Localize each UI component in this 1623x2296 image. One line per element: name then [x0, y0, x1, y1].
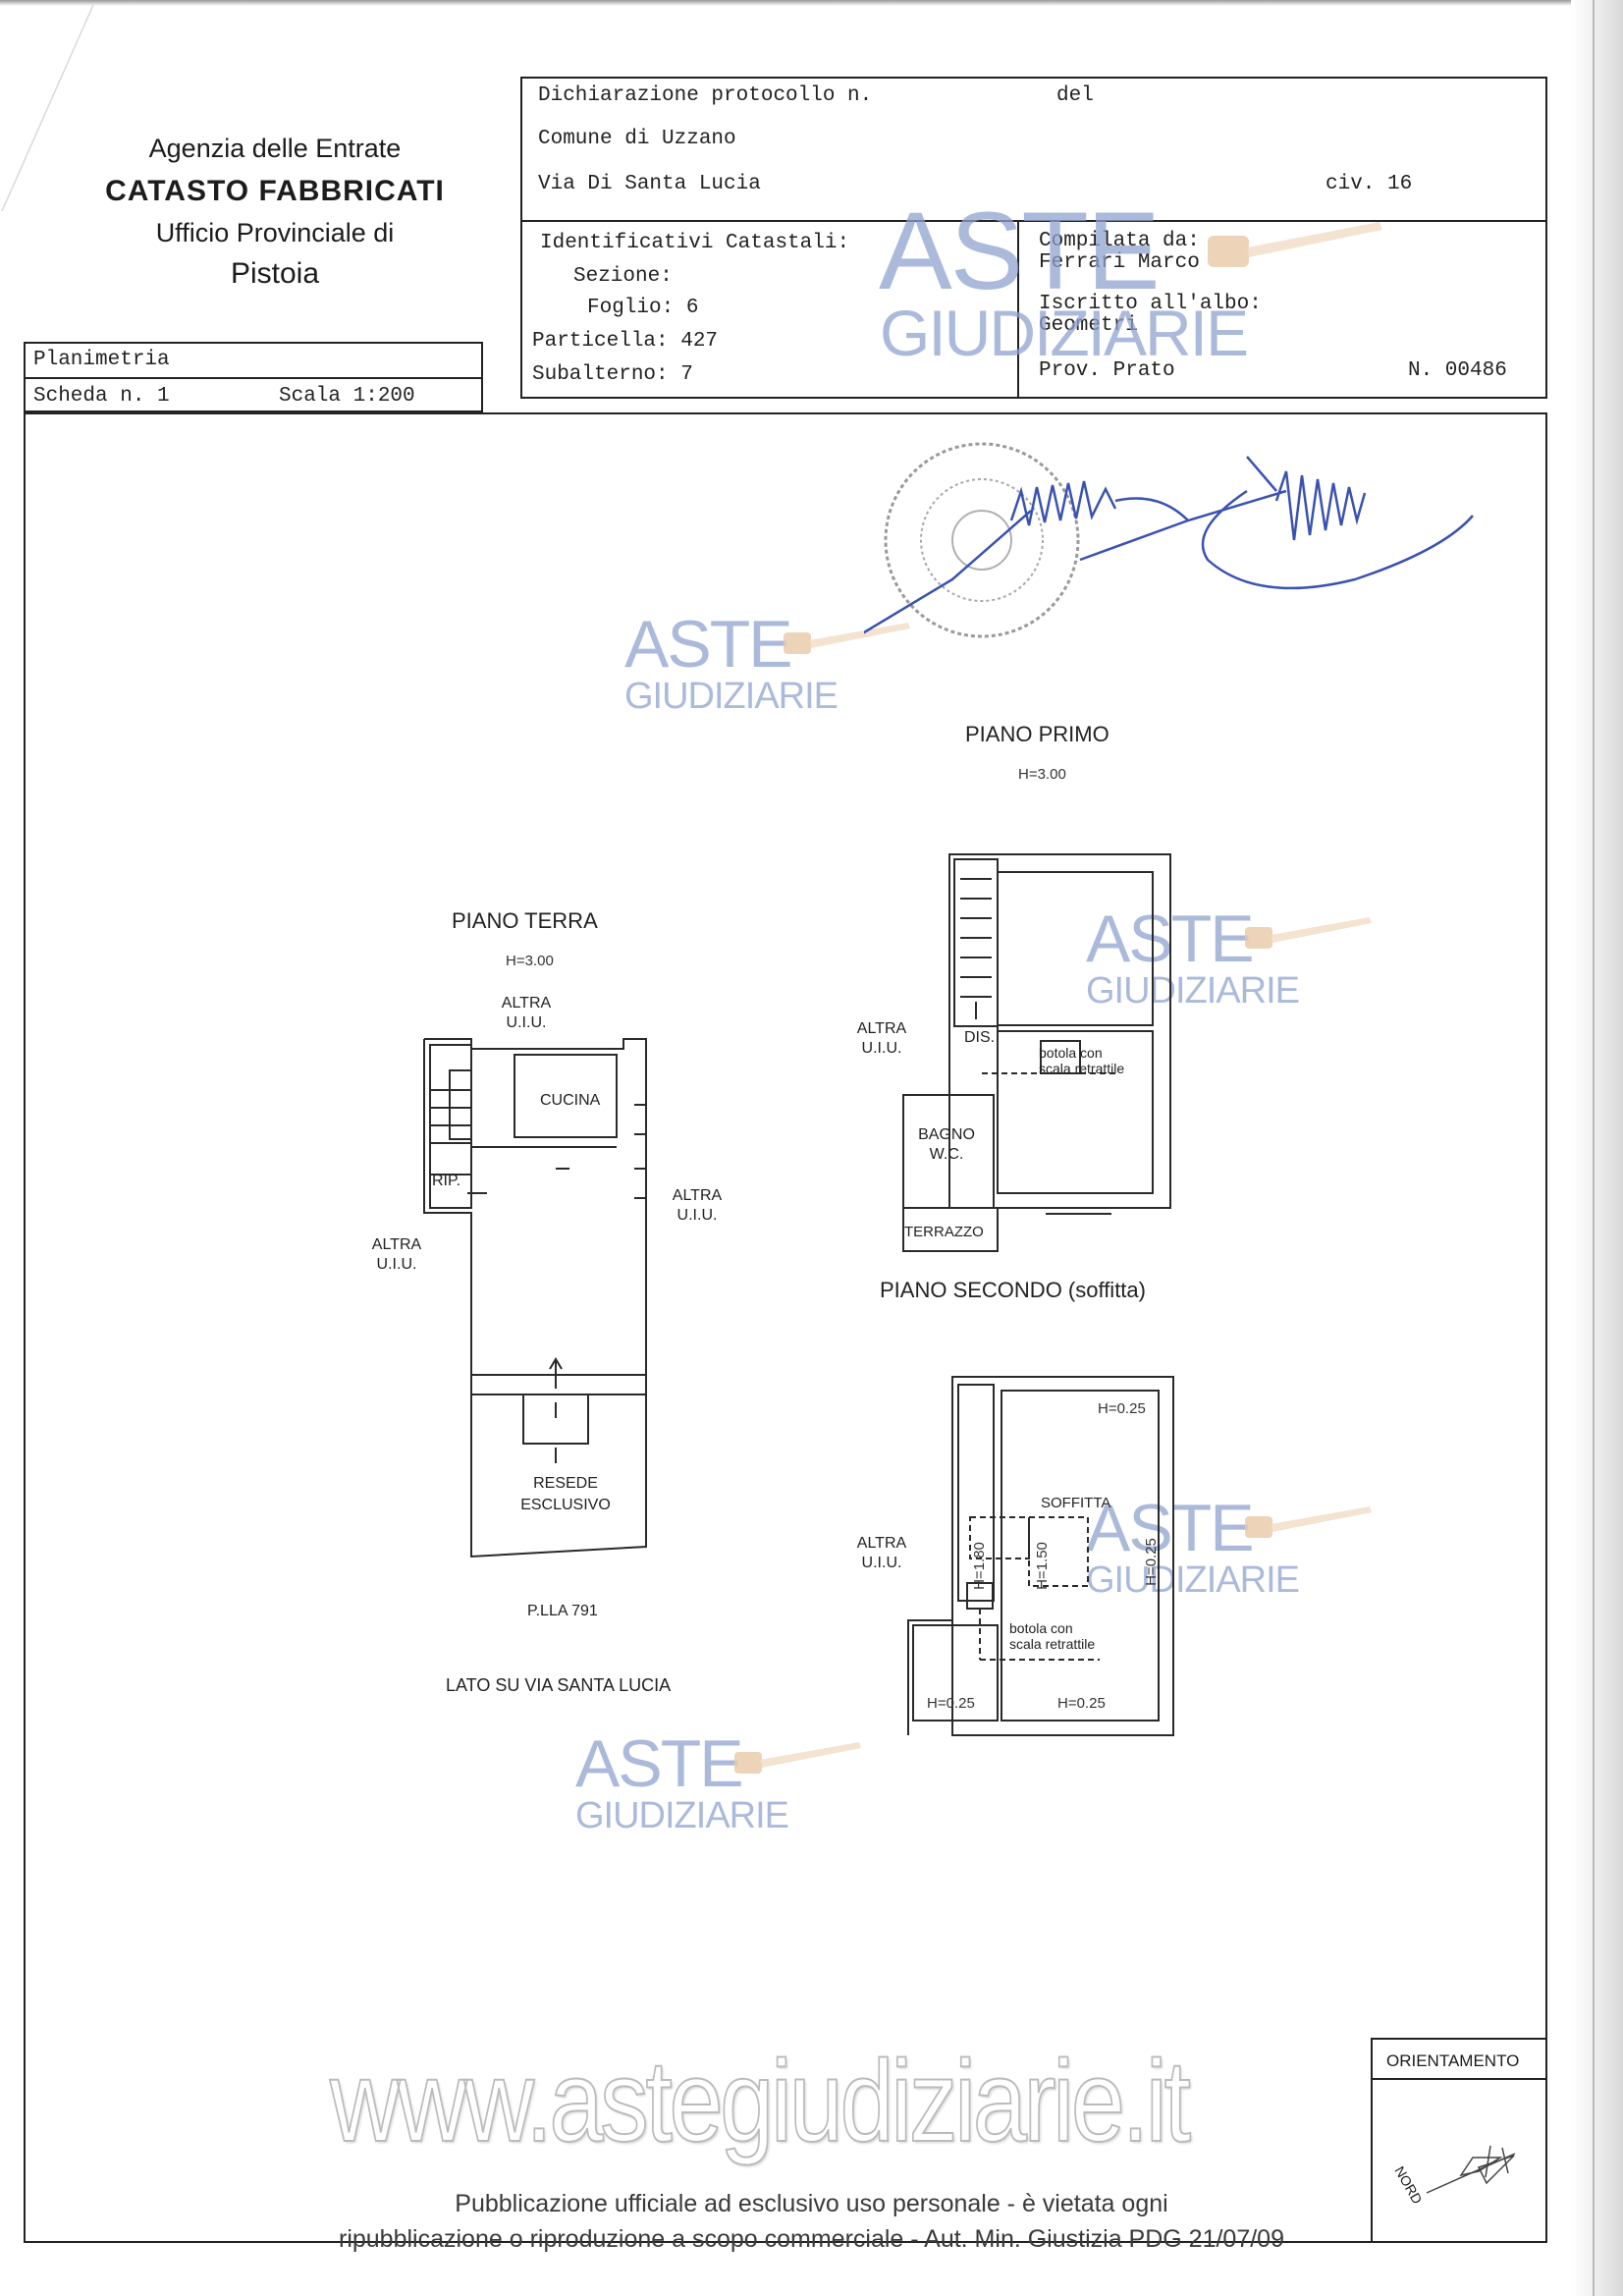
comune-label: Comune di Uzzano — [538, 128, 736, 150]
page-right-edge — [1571, 0, 1623, 2296]
page-top-edge — [0, 0, 1623, 6]
piano-secondo-h-br: H=0.25 — [1057, 1695, 1106, 1712]
sezione-label: Sezione: — [573, 265, 673, 288]
sheet-scheda: Scheda n. 1 — [33, 385, 170, 408]
piano-secondo-h180: H=1.80 — [970, 1542, 988, 1590]
piano-terra-plla: P.LLA 791 — [527, 1603, 598, 1619]
compiler-name: Ferrari Marco — [1039, 251, 1200, 274]
compilata-heading: Compilata da: — [1039, 230, 1200, 252]
del-label: del — [1056, 84, 1094, 107]
footer-line2: ripubblicazione o riproduzione a scopo c… — [339, 2225, 1284, 2253]
piano-secondo-h-top: H=0.25 — [1098, 1400, 1146, 1417]
piano-secondo-plan — [907, 1376, 1174, 1736]
civico-label: civ. 16 — [1325, 173, 1413, 195]
piano-secondo-title: PIANO SECONDO (soffitta) — [880, 1278, 1146, 1302]
ufficio-label: Ufficio Provinciale di — [155, 218, 395, 247]
piano-secondo-h-bl: H=0.25 — [927, 1695, 975, 1712]
identificativi-heading: Identificativi Catastali: — [540, 232, 850, 254]
gavel-icon — [1245, 1506, 1372, 1538]
sheet-info-box: Planimetria Scheda n. 1 Scala 1:200 — [24, 342, 483, 412]
albo-value: Geometri — [1039, 314, 1138, 337]
orientamento-label: ORIENTAMENTO — [1386, 2051, 1520, 2070]
piano-secondo-h150: H=1.50 — [1033, 1542, 1051, 1590]
compass-icon — [1426, 2145, 1516, 2194]
piano-primo-dis: DIS. — [964, 1029, 996, 1046]
piano-primo-title: PIANO PRIMO — [965, 722, 1109, 746]
url-watermark: www.astegiudiziarie.it — [329, 2036, 1192, 2167]
piano-terra-title: PIANO TERRA — [452, 908, 598, 933]
signature-icon — [864, 456, 1474, 634]
piano-terra-altra-top: ALTRA U.I.U. — [501, 995, 552, 1031]
piano-primo-botola: botola con scala retrattile — [1039, 1045, 1125, 1076]
agency-name: Agenzia delle Entrate — [148, 134, 402, 163]
piano-secondo-h-right: H=0.25 — [1142, 1538, 1160, 1586]
signature-stamp — [864, 442, 1474, 638]
foglio-label: Foglio: 6 — [587, 297, 699, 319]
albo-label: Iscritto all'albo: — [1039, 293, 1262, 315]
stamp-icon — [884, 442, 1080, 638]
prov-label: Prov. Prato — [1039, 359, 1175, 382]
orientamento-box: ORIENTAMENTO NORD — [1371, 2038, 1547, 2243]
gavel-icon — [734, 1742, 861, 1774]
header-box: Dichiarazione protocollo n. del Comune d… — [520, 77, 1547, 399]
ufficio-city: Pistoia — [230, 257, 320, 290]
catasto-title: CATASTO FABBRICATI — [105, 175, 445, 207]
piano-terra-altra-left: ALTRA U.I.U. — [371, 1236, 422, 1273]
piano-terra-plan — [423, 1038, 647, 1558]
piano-primo-bagno: BAGNO W.C. — [918, 1126, 975, 1163]
piano-secondo-botola: botola con scala retrattile — [1009, 1620, 1096, 1652]
piano-terra-resede: RESEDE ESCLUSIVO — [520, 1475, 611, 1513]
piano-secondo-soffitta: SOFFITTA — [1041, 1495, 1111, 1511]
piano-terra-lato: LATO SU VIA SANTA LUCIA — [446, 1675, 672, 1695]
drawing-frame — [24, 412, 1547, 2243]
sheet-type: Planimetria — [33, 349, 170, 371]
gavel-icon — [1245, 917, 1372, 949]
page-right-line — [1593, 0, 1595, 2296]
via-label: Via Di Santa Lucia — [538, 173, 761, 195]
piano-primo-plan — [902, 853, 1171, 1252]
page-corner-line — [0, 0, 98, 216]
numero-label: N. 00486 — [1408, 359, 1507, 382]
protocollo-label: Dichiarazione protocollo n. — [538, 84, 873, 107]
piano-secondo-altra: ALTRA U.I.U. — [856, 1535, 907, 1571]
piano-primo-altra: ALTRA U.I.U. — [856, 1020, 907, 1057]
piano-primo-height: H=3.00 — [1018, 766, 1066, 783]
gavel-icon — [784, 623, 910, 654]
footer-line1: Pubblicazione ufficiale ad esclusivo uso… — [455, 2190, 1168, 2217]
piano-terra-altra-right: ALTRA U.I.U. — [672, 1187, 723, 1224]
particella-label: Particella: 427 — [532, 330, 719, 353]
subalterno-label: Subalterno: 7 — [532, 363, 693, 386]
piano-terra-cucina: CUCINA — [540, 1092, 601, 1109]
sheet-scala: Scala 1:200 — [279, 385, 415, 408]
piano-primo-terrazzo: TERRAZZO — [904, 1224, 984, 1240]
piano-terra-height: H=3.00 — [506, 953, 554, 969]
gavel-icon — [1208, 222, 1382, 267]
piano-terra-rip: RIP. — [432, 1173, 461, 1189]
